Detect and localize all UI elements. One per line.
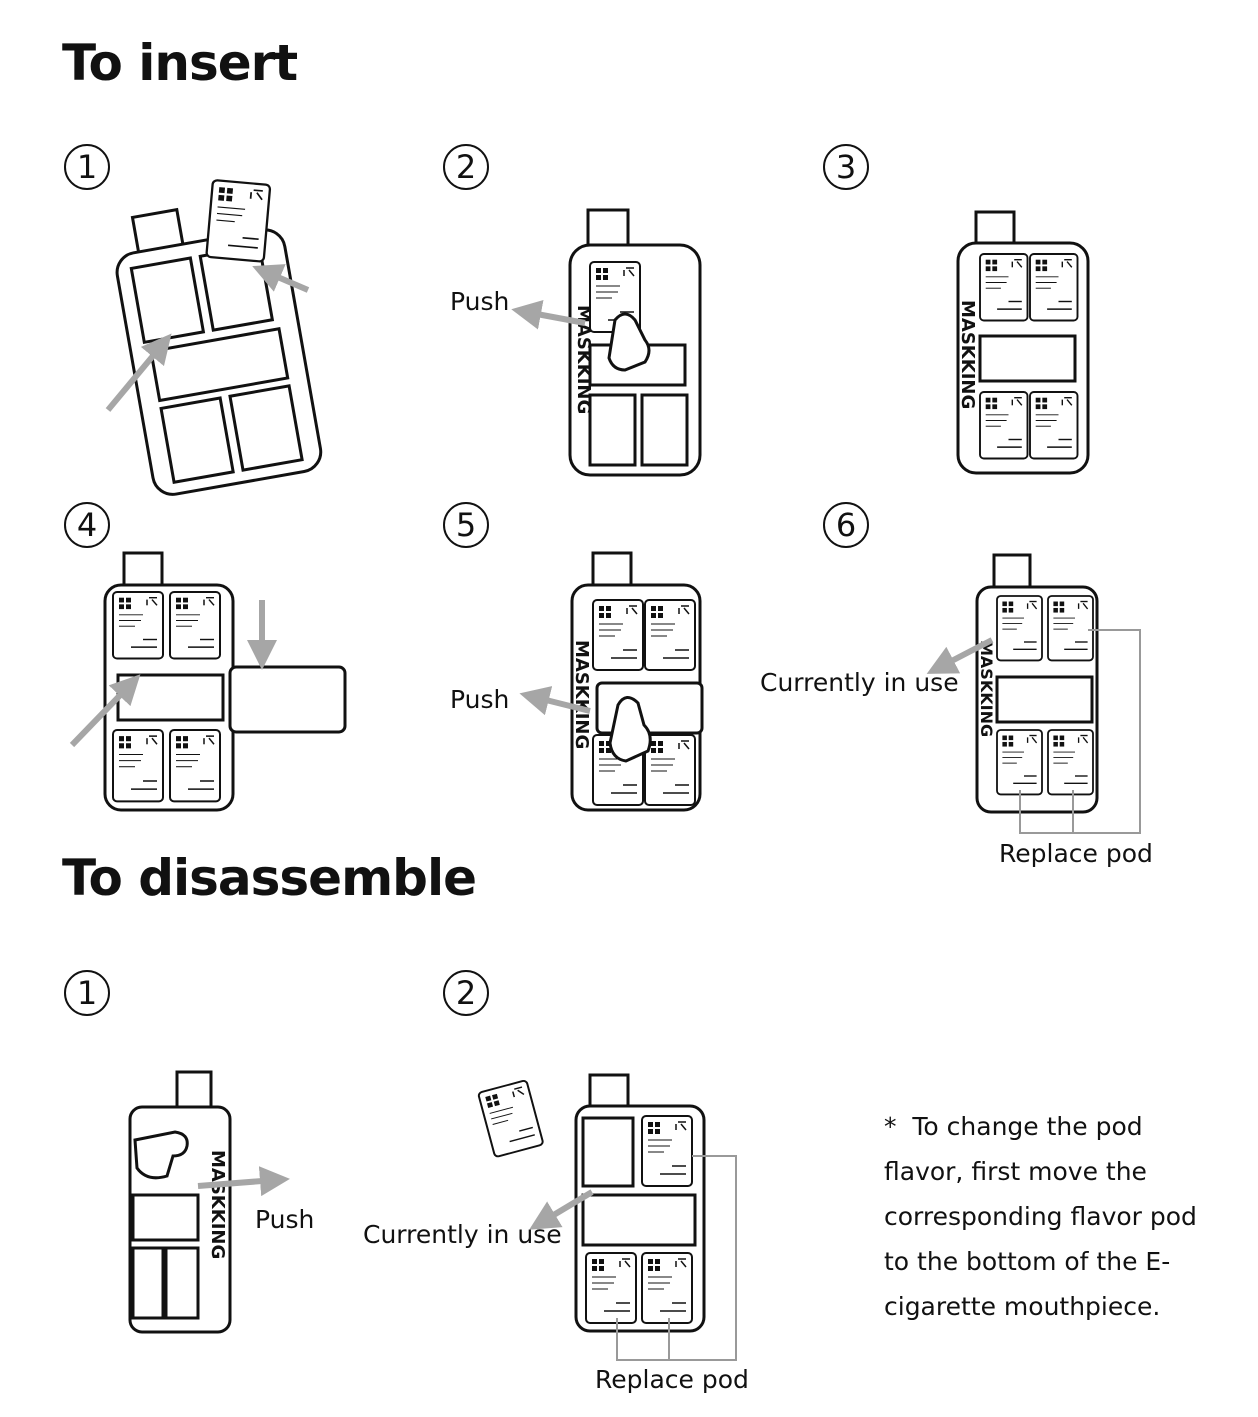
- svg-text:MASKKING: MASKKING: [977, 640, 996, 737]
- step-1-icon: 1: [64, 144, 110, 190]
- arrow-icon: [926, 637, 994, 674]
- svg-text:MASKKING: MASKKING: [957, 300, 978, 409]
- hand-pointer-icon: [608, 696, 652, 763]
- insert-heading: To insert: [62, 34, 298, 92]
- hand-pointer-icon: [133, 1130, 189, 1180]
- disassemble-1-device-icon: MASKKING: [128, 1070, 232, 1334]
- svg-text:MASKKING: MASKKING: [571, 640, 592, 749]
- arrow-icon: [529, 1189, 594, 1230]
- leader-line: [1019, 629, 1141, 834]
- currently-in-use-label-step-6: Currently in use: [760, 668, 959, 697]
- note-bullet: *: [884, 1112, 897, 1141]
- leader-line: [616, 1155, 737, 1361]
- push-label-disassemble: Push: [255, 1205, 315, 1234]
- disassemble-step-2-icon: 2: [443, 970, 489, 1016]
- hand-pointer-icon: [607, 312, 651, 372]
- note-body: To change the pod flavor, first move the…: [884, 1112, 1197, 1321]
- replace-pod-label-step-6: Replace pod: [999, 839, 1153, 868]
- step-3-icon: 3: [823, 144, 869, 190]
- step-6-icon: 6: [823, 502, 869, 548]
- arrow-icon: [252, 264, 310, 293]
- push-label-step-5: Push: [450, 685, 510, 714]
- step-4-icon: 4: [64, 502, 110, 548]
- arrow-icon: [197, 1166, 290, 1197]
- replace-pod-label-disassemble: Replace pod: [595, 1365, 749, 1394]
- step-2-icon: 2: [443, 144, 489, 190]
- svg-text:MASKKING: MASKKING: [207, 1150, 228, 1259]
- step-4-pod-icon: [228, 665, 347, 734]
- step-1-pod-icon: [205, 178, 272, 263]
- currently-in-use-label-disassemble: Currently in use: [363, 1220, 562, 1249]
- step-5-icon: 5: [443, 502, 489, 548]
- disassemble-heading: To disassemble: [62, 849, 477, 907]
- arrow-icon: [511, 300, 586, 330]
- arrow-icon: [519, 686, 591, 716]
- push-label-step-2: Push: [450, 287, 510, 316]
- brand-text: MASKKING: [573, 305, 594, 414]
- note-text: * To change the pod flavor, first move t…: [884, 1104, 1204, 1329]
- disassemble-2-pod-icon: [477, 1079, 545, 1159]
- arrow-icon: [69, 674, 141, 748]
- arrow-icon: [105, 333, 172, 412]
- disassemble-step-1-icon: 1: [64, 970, 110, 1016]
